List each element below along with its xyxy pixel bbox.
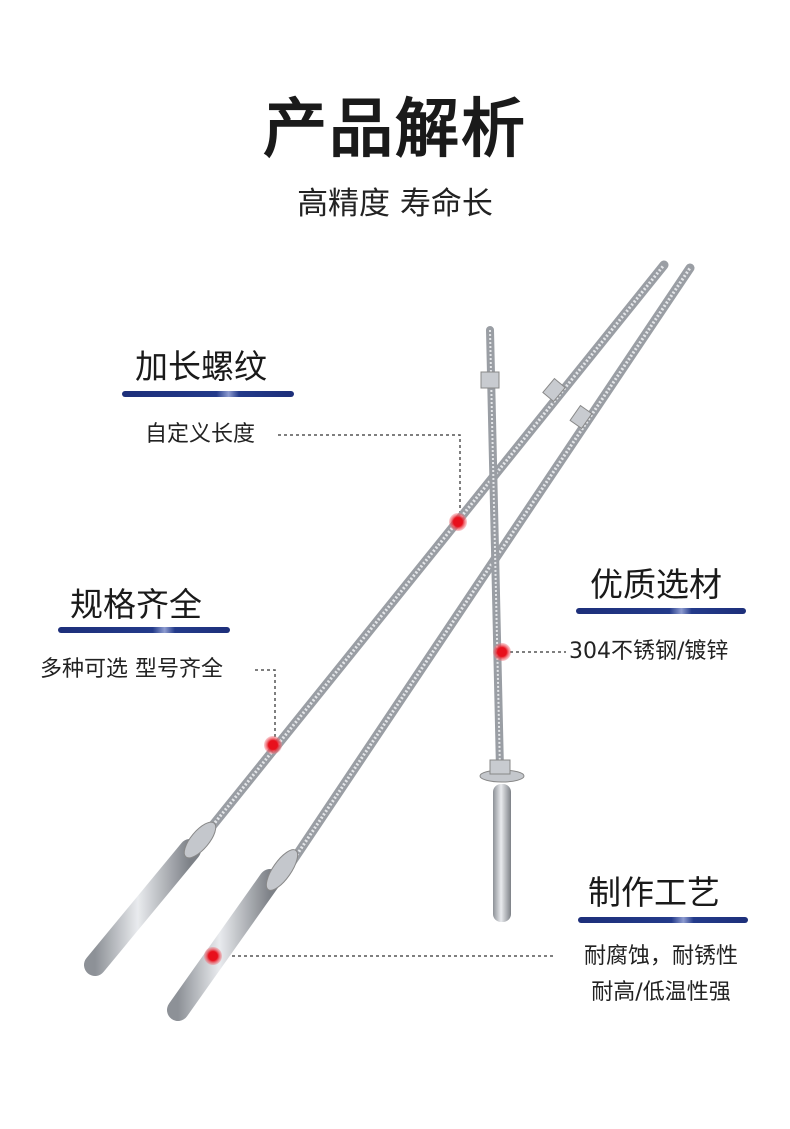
page-subtitle: 高精度 寿命长 bbox=[297, 186, 493, 222]
feature-heading-thread: 加长螺纹 bbox=[135, 347, 267, 386]
anchor-bolt-b bbox=[167, 263, 695, 1021]
feature-desc-craft-line2: 耐高/低温性强 bbox=[591, 980, 731, 1005]
marker-thread bbox=[449, 513, 467, 531]
red-markers bbox=[204, 513, 511, 965]
feature-desc-thread: 自定义长度 bbox=[145, 422, 256, 447]
anchor-bolt-a bbox=[84, 260, 669, 976]
marker-craft bbox=[204, 947, 222, 965]
heading-underline bbox=[58, 627, 230, 633]
anchor-bolt-c bbox=[479, 326, 525, 922]
feature-desc-material: 304不锈钢/镀锌 bbox=[569, 639, 729, 664]
feature-desc-craft-line1: 耐腐蚀，耐锈性 bbox=[583, 944, 738, 969]
callout-line-spec bbox=[255, 669, 276, 738]
callout-lines bbox=[220, 434, 566, 957]
page-title: 产品解析 bbox=[263, 93, 527, 167]
feature-heading-material: 优质选材 bbox=[590, 565, 722, 604]
feature-heading-craft: 制作工艺 bbox=[588, 873, 720, 912]
heading-underline bbox=[578, 917, 748, 923]
feature-desc-spec: 多种可选 型号齐全 bbox=[40, 657, 223, 682]
marker-material bbox=[493, 643, 511, 661]
heading-underline bbox=[576, 608, 746, 614]
feature-heading-spec: 规格齐全 bbox=[70, 585, 202, 624]
marker-spec bbox=[264, 736, 282, 754]
heading-underline bbox=[122, 391, 294, 397]
callout-line-thread bbox=[278, 434, 461, 515]
